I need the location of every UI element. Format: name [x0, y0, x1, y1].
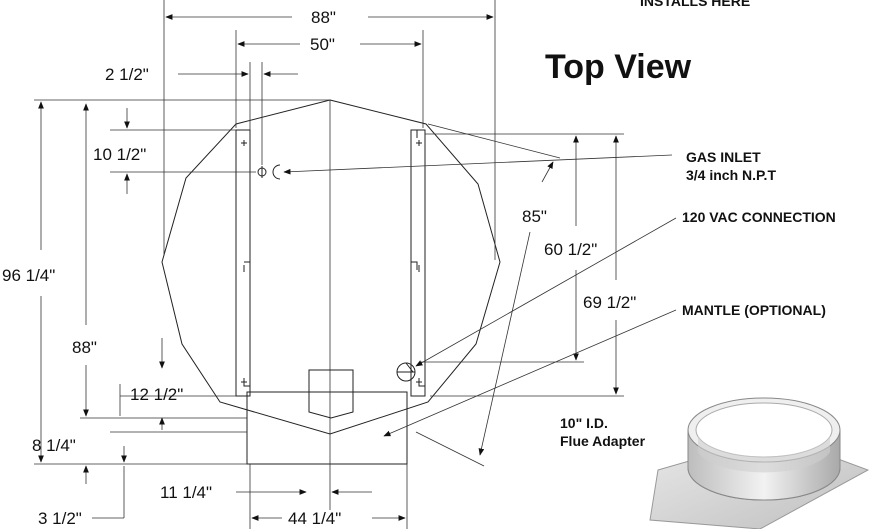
flue-adapter-label-line2: Flue Adapter	[560, 433, 646, 449]
rail-mark	[411, 129, 422, 146]
mantle-outline	[308, 369, 354, 419]
rail-mark	[243, 261, 251, 272]
dim-69-5: 69 1/2"	[583, 293, 636, 312]
flue-collar	[246, 391, 408, 465]
dim-10-5: 10 1/2"	[93, 145, 146, 164]
gas-inlet-leader	[283, 154, 673, 175]
flue-adapter-label-line1: 10" I.D.	[560, 415, 608, 431]
rail-mark	[411, 261, 420, 272]
dim-60-5: 60 1/2"	[544, 240, 597, 259]
dim-8-25: 8 1/4"	[32, 436, 76, 455]
dim-11-25: 11 1/4"	[160, 483, 212, 502]
gas-inlet-label-line2: 3/4 inch N.P.T	[686, 167, 776, 183]
right-rail	[410, 129, 426, 397]
vac-label: 120 VAC CONNECTION	[682, 209, 836, 225]
dim-85: 85"	[522, 207, 547, 226]
vac-leader	[415, 217, 677, 367]
unit-outline	[161, 99, 501, 435]
header-partial-text: INSTALLS HERE	[640, 0, 750, 9]
dim-96-25: 96 1/4"	[2, 266, 55, 285]
dim-2-5: 2 1/2"	[105, 65, 149, 84]
dim-88-left: 88"	[72, 338, 97, 357]
mantle-leader	[383, 309, 677, 437]
rail-mark	[241, 378, 250, 387]
vac-connection-symbol	[396, 362, 416, 382]
dim-3-5: 3 1/2"	[38, 509, 82, 528]
page-title: Top View	[545, 48, 692, 86]
left-rail	[235, 129, 251, 397]
mantle-label: MANTLE (OPTIONAL)	[682, 302, 826, 318]
rail-mark	[241, 129, 251, 146]
rail-mark	[416, 378, 425, 387]
dim-88-top: 88"	[311, 8, 336, 27]
gas-inlet-symbol	[257, 164, 281, 180]
gas-inlet-label-line1: GAS INLET	[686, 149, 761, 165]
dim-50: 50"	[310, 35, 335, 54]
flue-adapter-image	[649, 397, 869, 529]
dim-44-25: 44 1/4"	[288, 509, 341, 528]
dim-12-5: 12 1/2"	[130, 385, 183, 404]
